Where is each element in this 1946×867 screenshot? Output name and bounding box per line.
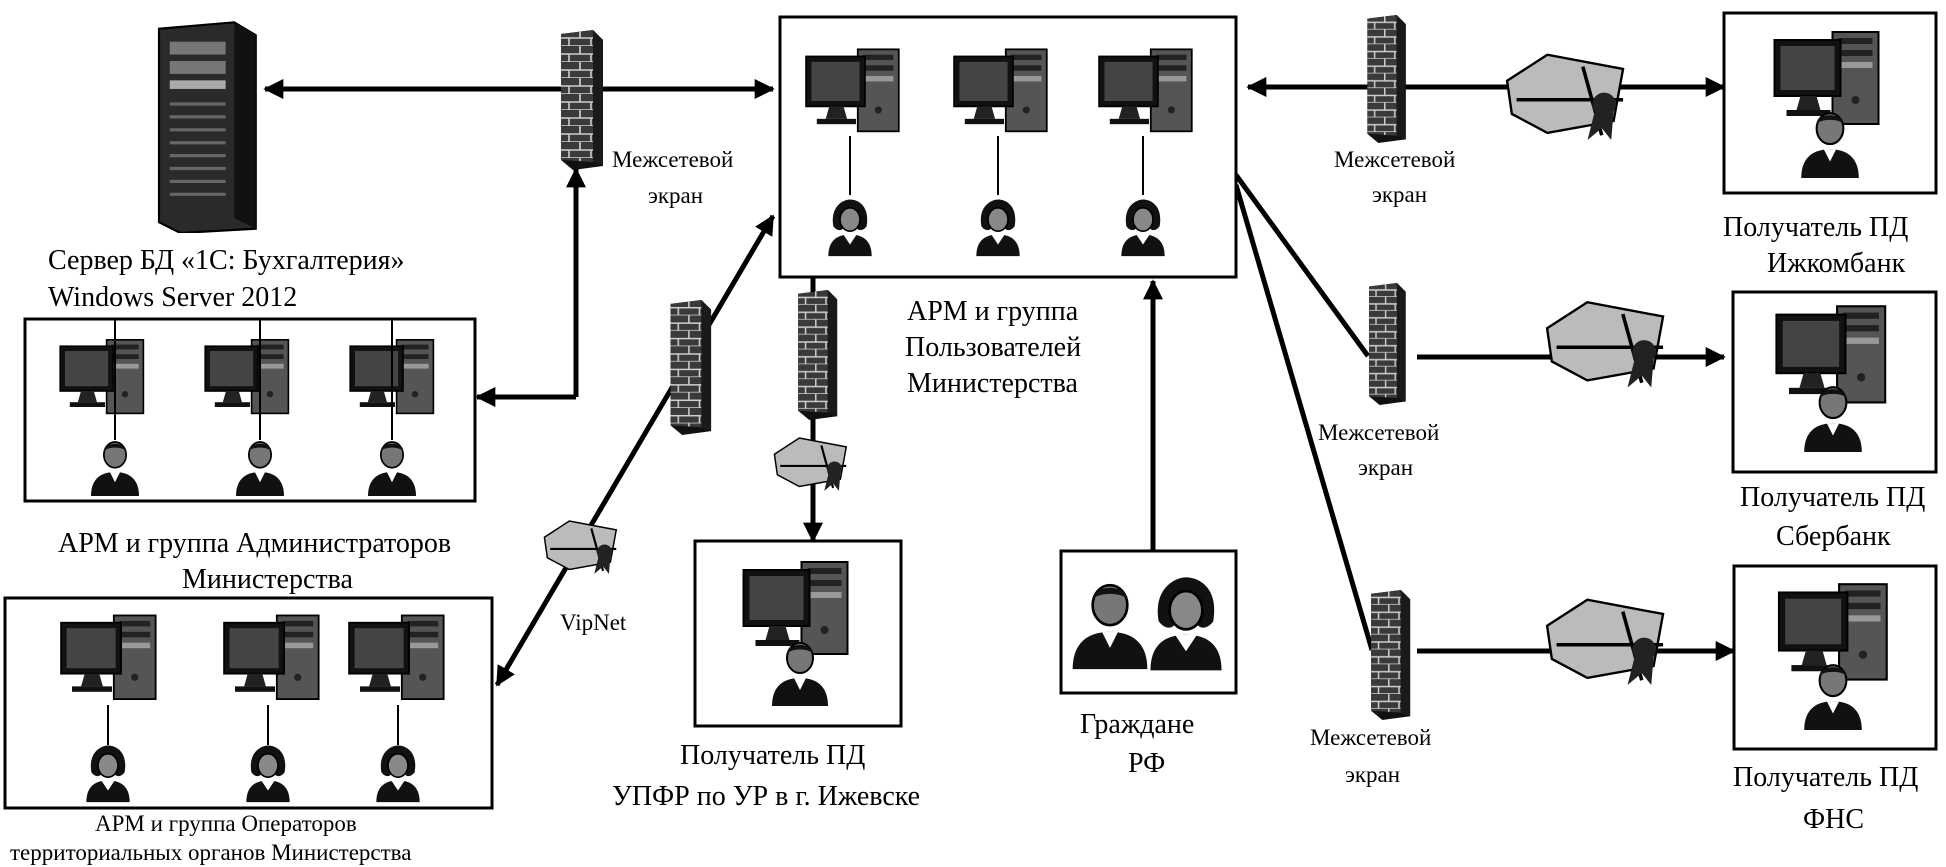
digital-signature-certificate-icon: [773, 436, 848, 493]
workstation-icon: [347, 614, 445, 701]
citizens-label-2: РФ: [1128, 748, 1165, 779]
workstation-icon: [59, 338, 145, 415]
digital-signature-certificate-icon: [1545, 597, 1665, 687]
edge-users-firewall-r3: [1233, 184, 1375, 651]
workstation-icon: [222, 614, 320, 701]
sber-label-1: Получатель ПД: [1740, 482, 1925, 513]
workstation-icon: [953, 48, 1048, 133]
brick-firewall-icon: [1367, 15, 1406, 143]
digital-signature-certificate-icon: [543, 519, 618, 576]
citizens-label-1: Граждане: [1080, 709, 1194, 740]
workstation-icon: [805, 48, 900, 133]
workstation-icon: [59, 614, 157, 701]
fns-label-1: Получатель ПД: [1733, 762, 1918, 793]
brick-firewall-icon: [561, 30, 603, 170]
operators-group-label-1: АРМ и группа Операторов: [95, 811, 357, 836]
users-group-label-1: АРМ и группа: [907, 296, 1079, 327]
users-group-label-2: Пользователей: [905, 332, 1081, 363]
firewall-top-label-2: экран: [648, 183, 703, 208]
firewall-r2-label-2: экран: [1358, 455, 1413, 480]
operators-workstations: [59, 614, 445, 804]
upfr-label-2: УПФР по УР в г. Ижевске: [612, 781, 920, 812]
workstation-icon: [742, 560, 849, 656]
edge-operators-users: [494, 214, 776, 687]
brick-firewall-icon: [798, 290, 838, 420]
workstation-icon: [1098, 48, 1193, 133]
fns-label-2: ФНС: [1803, 804, 1864, 835]
firewall-r1-label-2: экран: [1372, 182, 1427, 207]
server-label-line2: Windows Server 2012: [48, 282, 297, 313]
firewall-r1-label-1: Межсетевой: [1334, 147, 1455, 172]
brick-firewall-icon: [1371, 590, 1411, 720]
vipnet-label: VipNet: [560, 610, 627, 635]
brick-firewall-icon: [1369, 283, 1406, 405]
users-workstations: [805, 48, 1193, 258]
izhkom-label-2: Ижкомбанк: [1767, 248, 1906, 279]
workstation-icon: [1772, 30, 1881, 126]
workstation-icon: [204, 338, 290, 415]
upfr-label-1: Получатель ПД: [680, 740, 865, 771]
izhkom-label-1: Получатель ПД: [1723, 212, 1908, 243]
firewall-top-label-1: Межсетевой: [612, 147, 733, 172]
admins-group-label-2: Министерства: [182, 564, 353, 595]
sber-label-2: Сбербанк: [1776, 521, 1891, 552]
digital-signature-certificate-icon: [1545, 300, 1665, 390]
admins-group-label-1: АРМ и группа Администраторов: [58, 528, 451, 559]
firewall-r3-label-2: экран: [1345, 762, 1400, 787]
users-group-label-3: Министерства: [907, 368, 1078, 399]
firewall-r3-label-1: Межсетевой: [1310, 725, 1431, 750]
server-label-line1: Сервер БД «1С: Бухгалтерия»: [48, 245, 405, 276]
admins-workstations: [59, 320, 435, 496]
operators-group-label-2: территориальных органов Министерства: [10, 840, 411, 865]
digital-signature-certificate-icon: [1505, 52, 1625, 142]
brick-firewall-icon: [670, 300, 712, 435]
edge-users-firewall-r2: [1233, 173, 1371, 358]
firewall-r2-label-1: Межсетевой: [1318, 420, 1439, 445]
tower-server-icon: [157, 20, 258, 233]
